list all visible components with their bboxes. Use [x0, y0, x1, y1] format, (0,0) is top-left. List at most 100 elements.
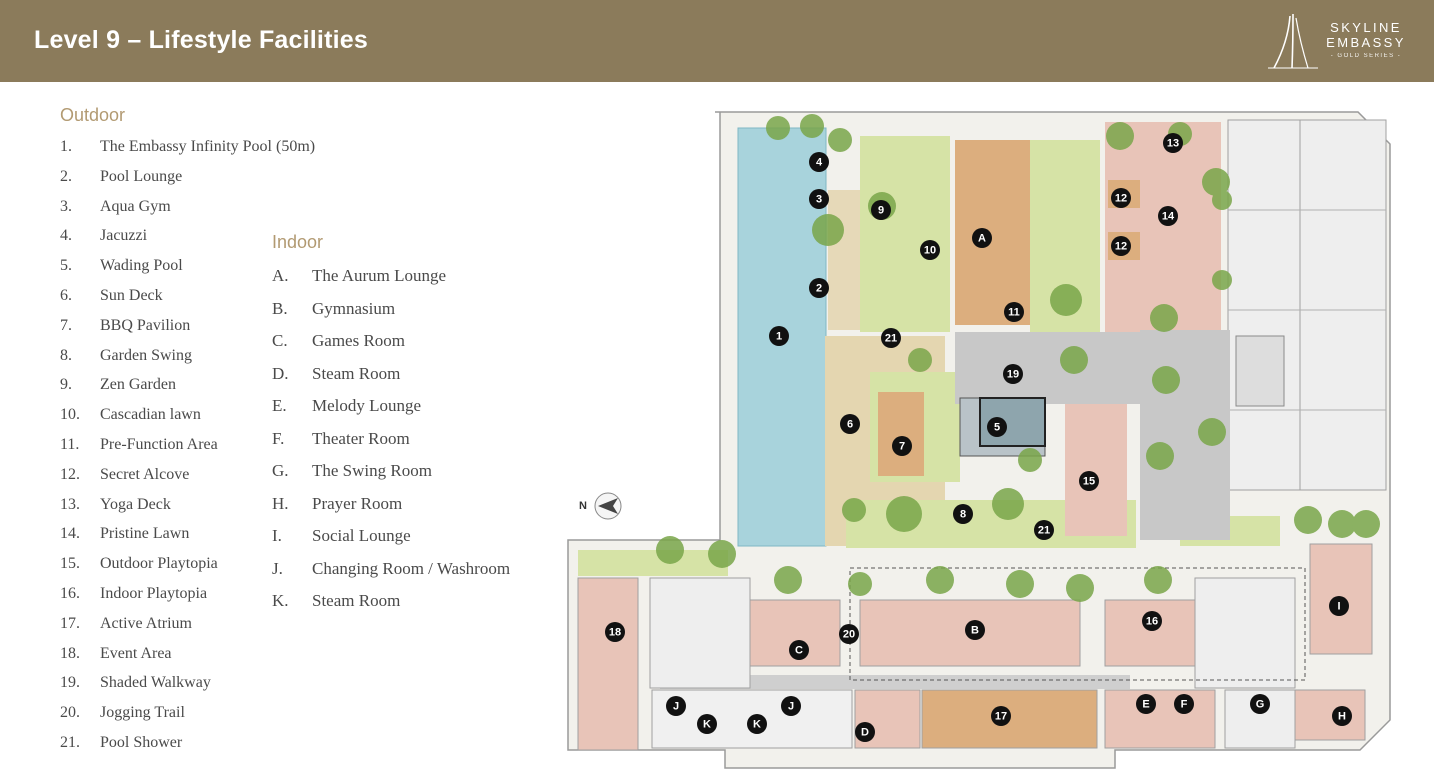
legend-label: Secret Alcove: [100, 465, 190, 483]
indoor-legend-item: A. The Aurum Lounge: [272, 266, 510, 299]
indoor-legend-item: K.Steam Room: [272, 591, 510, 624]
legend-label: Sun Deck: [100, 286, 163, 304]
indoor-legend-item: J.Changing Room / Washroom: [272, 559, 510, 592]
marker-label: 11: [1008, 307, 1020, 319]
marker-circle: [1034, 520, 1054, 540]
marker-label: 16: [1146, 616, 1158, 628]
page-title: Level 9 – Lifestyle Facilities: [34, 26, 368, 54]
legend-number: G.: [272, 461, 289, 480]
legend-number: B.: [272, 298, 288, 318]
outdoor-legend-item: 11.Pre-Function Area: [60, 436, 315, 466]
indoor-legend-item: B.Gymnasium: [272, 299, 510, 332]
legend-label: Steam Room: [312, 363, 401, 383]
marker-3: 3: [809, 189, 829, 209]
marker-circle: [920, 240, 940, 260]
marker-6: 6: [840, 414, 860, 434]
marker-circle: [809, 189, 829, 209]
legend-label: Pool Shower: [100, 733, 183, 751]
marker-circle: [747, 714, 767, 734]
marker-circle: [972, 228, 992, 248]
legend-label: Garden Swing: [100, 346, 192, 364]
marker-label: 2: [816, 283, 822, 295]
legend-number: 21.: [60, 733, 80, 751]
legend-label: Prayer Room: [312, 493, 403, 513]
legend-label: The Aurum Lounge: [312, 266, 447, 285]
marker-label: 1: [776, 331, 782, 343]
marker-A: A: [972, 228, 992, 248]
legend-number: I.: [272, 526, 282, 545]
marker-label: B: [971, 625, 979, 637]
legend-number: 9.: [60, 376, 72, 394]
marker-label: H: [1338, 711, 1346, 723]
marker-label: 8: [960, 509, 966, 521]
tower-logo-icon: [1268, 13, 1318, 69]
legend-label: BBQ Pavilion: [100, 316, 191, 334]
legend-number: 6.: [60, 286, 72, 304]
outdoor-legend-item: 19.Shaded Walkway: [60, 674, 315, 704]
marker-circle: [1158, 206, 1178, 226]
marker-circle: [809, 278, 829, 298]
outdoor-legend-item: 20.Jogging Trail: [60, 704, 315, 734]
marker-label: K: [753, 719, 761, 731]
marker-1: 1: [769, 326, 789, 346]
north-compass-icon: N: [579, 492, 622, 520]
marker-circle: [1136, 694, 1156, 714]
legend-number: 12.: [60, 465, 80, 483]
outdoor-legend-item: 13.Yoga Deck: [60, 496, 315, 526]
marker-circle: [769, 326, 789, 346]
marker-label: 15: [1083, 476, 1095, 488]
outdoor-legend-item: 1.The Embassy Infinity Pool (50m): [60, 138, 315, 168]
marker-5: 5: [987, 417, 1007, 437]
marker-circle: [855, 722, 875, 742]
marker-circle: [987, 417, 1007, 437]
outdoor-legend-item: 21. Pool Shower: [60, 734, 315, 764]
marker-label: C: [795, 645, 803, 657]
marker-label: F: [1181, 699, 1188, 711]
floor-plan-map: N 1234567891011121213141516171819202121A…: [567, 111, 1391, 769]
marker-20: 20: [839, 624, 859, 644]
legend-label: Pre-Function Area: [100, 435, 218, 453]
marker-label: 12: [1115, 193, 1127, 205]
marker-19: 19: [1003, 364, 1023, 384]
marker-circle: [953, 504, 973, 524]
outdoor-legend-item: 3.Aqua Gym: [60, 198, 315, 228]
legend-label: Outdoor Playtopia: [100, 555, 218, 573]
legend-number: A.: [272, 266, 289, 285]
legend-number: 16.: [60, 584, 80, 602]
marker-label: 10: [924, 245, 936, 257]
indoor-legend-item: F.Theater Room: [272, 429, 510, 462]
legend-number: 20.: [60, 704, 80, 722]
marker-label: 20: [843, 629, 855, 641]
outdoor-legend-item: 14.Pristine Lawn: [60, 525, 315, 555]
logo-line-2: EMBASSY: [1326, 35, 1406, 50]
outdoor-legend-item: 5.Wading Pool: [60, 257, 315, 287]
outdoor-legend-item: 12. Secret Alcove: [60, 466, 315, 496]
outdoor-legend-item: 15.Outdoor Playtopia: [60, 555, 315, 585]
marker-H: H: [1332, 706, 1352, 726]
legend-number: E.: [272, 396, 287, 415]
marker-21: 21: [881, 328, 901, 348]
legend-number: 19.: [60, 674, 80, 692]
legend-number: D.: [272, 363, 289, 383]
legend-label: Active Atrium: [100, 614, 192, 632]
outdoor-legend-list: 1.The Embassy Infinity Pool (50m)2.Pool …: [60, 138, 315, 764]
marker-18: 18: [605, 622, 625, 642]
logo-line-1: SKYLINE: [1330, 20, 1402, 35]
legend-number: 5.: [60, 257, 72, 275]
marker-circle: [605, 622, 625, 642]
legend-number: 8.: [60, 346, 72, 364]
marker-circle: [892, 436, 912, 456]
indoor-legend-item: G.The Swing Room: [272, 461, 510, 494]
legend-label: Cascadian lawn: [100, 406, 201, 424]
legend-label: Pristine Lawn: [100, 525, 190, 543]
legend-label: Yoga Deck: [100, 495, 171, 513]
marker-label: K: [703, 719, 711, 731]
marker-C: C: [789, 640, 809, 660]
marker-label: 4: [816, 157, 823, 169]
compass-label: N: [579, 500, 587, 512]
marker-label: 6: [847, 419, 853, 431]
marker-circle: [809, 152, 829, 172]
indoor-legend-item: D. Steam Room: [272, 364, 510, 397]
marker-circle: [1250, 694, 1270, 714]
